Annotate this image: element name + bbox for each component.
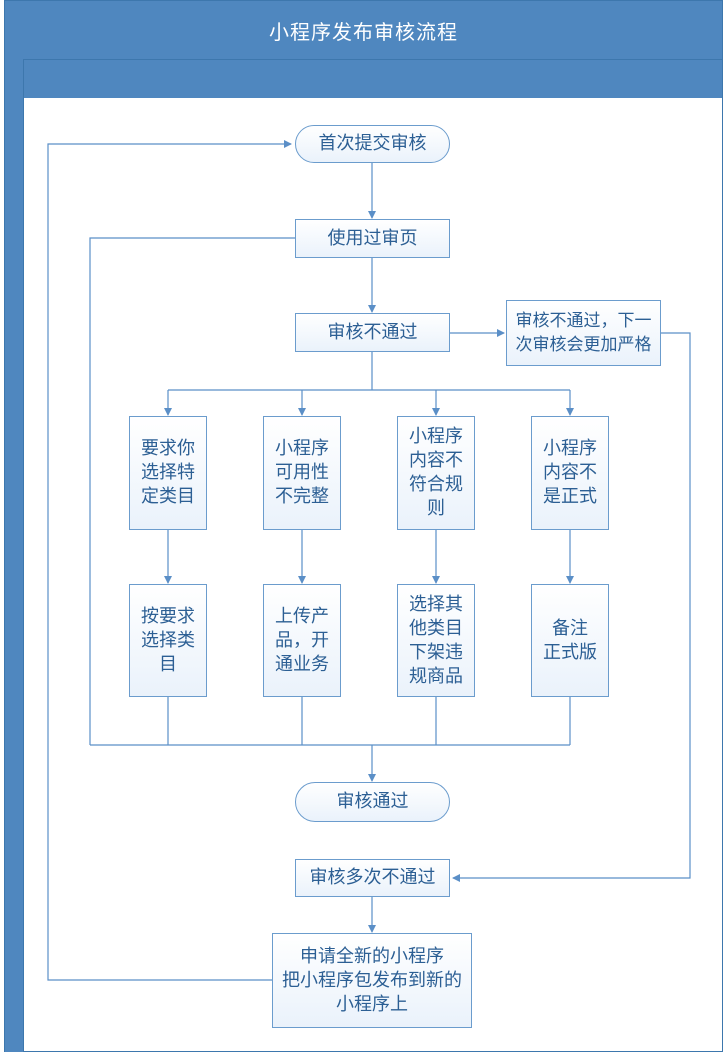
node-reason-noncompliant: 小程序 内容不 符合规 则 <box>397 416 475 530</box>
arrow-new-to-submit <box>47 140 292 981</box>
node-reason-unusable: 小程序 可用性 不完整 <box>263 416 341 530</box>
line-page-loop <box>89 237 295 745</box>
node-review-passed: 审核通过 <box>295 782 450 822</box>
node-used-review-page: 使用过审页 <box>295 219 450 258</box>
lane-header <box>5 59 722 98</box>
node-first-submit: 首次提交审核 <box>295 125 450 163</box>
node-fix-category: 按要求 选择类 目 <box>129 584 207 697</box>
node-new-program: 申请全新的小程序 把小程序包发布到新的 小程序上 <box>272 933 472 1028</box>
node-reason-not-formal: 小程序 内容不 是正式 <box>531 416 609 530</box>
node-review-failed: 审核不通过 <box>295 313 450 352</box>
node-stricter-note: 审核不通过，下一 次审核会更加严格 <box>506 300 661 366</box>
node-fix-upload: 上传产 品，开 通业务 <box>263 584 341 697</box>
node-multiple-failed: 审核多次不通过 <box>295 859 450 897</box>
node-fix-remove: 选择其 他类目 下架违 规商品 <box>397 584 475 697</box>
arrow-note-to-multiple <box>452 332 691 882</box>
node-reason-category: 要求你 选择特 定类目 <box>129 416 207 530</box>
node-fix-formal: 备注 正式版 <box>531 584 609 697</box>
lane-left-rail <box>5 59 24 1052</box>
diagram-title: 小程序发布审核流程 <box>5 1 722 59</box>
